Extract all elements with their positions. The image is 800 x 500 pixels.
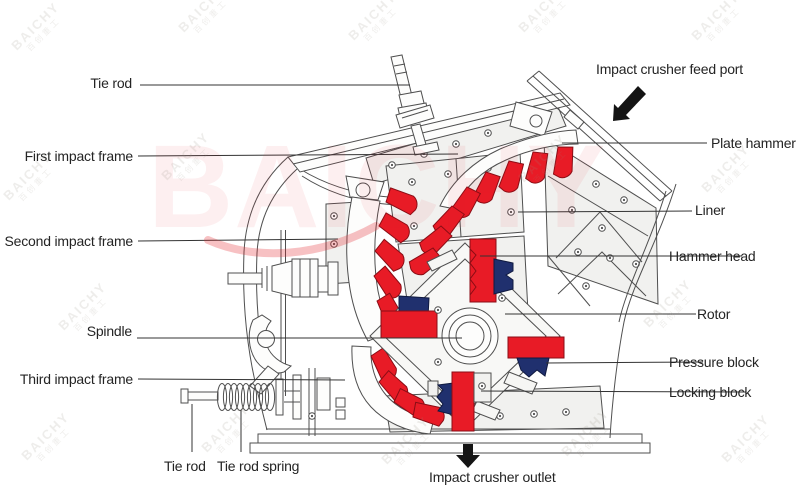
label-tie-rod-bottom: Tie rod xyxy=(164,458,206,474)
pivot-hook xyxy=(248,314,293,395)
label-third-impact-frame: Third impact frame xyxy=(19,371,133,387)
tie-rod-assembly-top xyxy=(390,54,440,156)
label-spindle: Spindle xyxy=(86,323,133,339)
label-outlet: Impact crusher outlet xyxy=(429,469,556,485)
label-first-impact-frame: First impact frame xyxy=(24,148,134,164)
housing xyxy=(243,70,677,454)
outlet-arrow-icon xyxy=(456,444,480,468)
label-hammer-head: Hammer head xyxy=(669,248,756,264)
label-tie-rod-spring: Tie rod spring xyxy=(217,458,300,474)
label-plate-hammer: Plate hammer xyxy=(711,135,796,151)
hammer-head-top xyxy=(469,238,514,303)
rotor-assembly xyxy=(369,238,565,432)
pressure-block-right xyxy=(507,336,565,378)
label-pressure-block: Pressure block xyxy=(669,354,759,370)
label-rotor: Rotor xyxy=(697,306,731,322)
leader-lines xyxy=(137,84,747,452)
feed-arrow-icon xyxy=(613,86,646,121)
first-impact-frame xyxy=(406,129,581,279)
second-impact-frame xyxy=(345,175,422,352)
hammer-head-left xyxy=(380,295,438,339)
third-impact-frame xyxy=(351,345,449,435)
spindle-shaft xyxy=(227,258,339,298)
tie-rod-spring-assembly xyxy=(180,374,346,420)
label-liner: Liner xyxy=(695,202,726,218)
hammer-head-bottom xyxy=(427,371,492,432)
label-locking-block: Locking block xyxy=(669,384,752,400)
label-feed-port: Impact crusher feed port xyxy=(596,61,743,77)
label-second-impact-frame: Second impact frame xyxy=(4,233,134,249)
label-tie-rod-top: Tie rod xyxy=(90,75,132,91)
feed-chute xyxy=(526,70,673,202)
flow-arrows xyxy=(456,86,646,468)
